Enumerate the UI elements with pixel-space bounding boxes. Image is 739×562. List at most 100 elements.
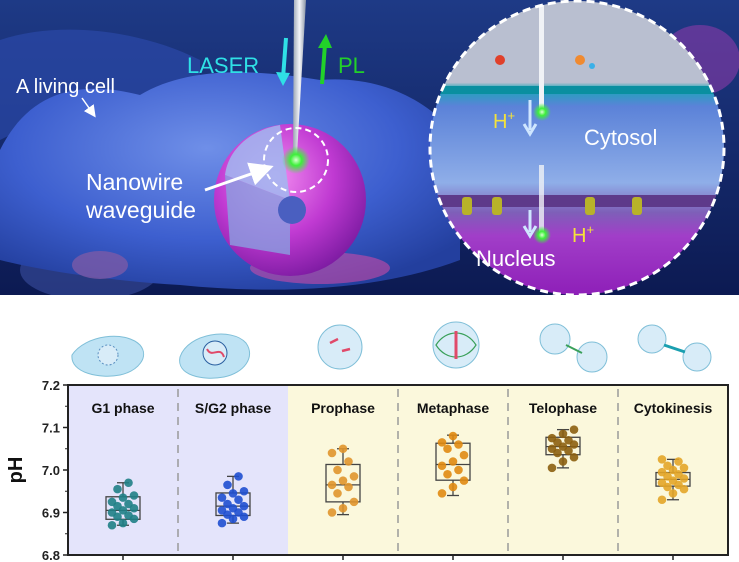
prophase-cell-icon xyxy=(317,324,363,370)
data-point xyxy=(657,467,667,477)
laser-arrow-head xyxy=(276,72,290,86)
data-point xyxy=(569,452,579,462)
data-point xyxy=(338,476,348,485)
molecule-blue xyxy=(589,63,595,69)
laser-label: LASER xyxy=(187,53,259,78)
data-point xyxy=(333,465,342,475)
data-point xyxy=(349,472,359,481)
data-point xyxy=(327,508,337,517)
data-point xyxy=(558,457,568,466)
data-point xyxy=(223,499,232,509)
metaphase-cell-icon xyxy=(432,321,480,369)
data-point xyxy=(327,448,337,458)
nucleus-cutaway-lower xyxy=(225,175,290,255)
phase-label: Telophase xyxy=(529,400,597,416)
zoom-inset xyxy=(430,1,724,295)
data-point xyxy=(338,503,348,513)
nucleus-label: Nucleus xyxy=(476,246,555,271)
nanowire-cell-illustration: LASER PL A living cell Nanowire waveguid… xyxy=(0,0,739,295)
zoom-inset-border xyxy=(428,0,726,295)
phase-label: S/G2 phase xyxy=(195,400,271,416)
data-point xyxy=(118,493,128,502)
laser-arrow xyxy=(281,37,288,79)
phase-background xyxy=(508,385,618,555)
data-point xyxy=(657,455,667,464)
data-point xyxy=(129,491,139,500)
data-point xyxy=(217,506,227,515)
data-point xyxy=(569,425,579,434)
nucleolus xyxy=(278,196,306,224)
nanowire-pointer xyxy=(204,162,274,192)
data-point xyxy=(113,484,122,494)
phase-background xyxy=(288,385,398,555)
y-tick-label: 7.1 xyxy=(42,421,60,436)
data-point xyxy=(679,463,689,473)
data-point xyxy=(437,438,447,447)
y-tick-label: 7.0 xyxy=(42,463,60,478)
living-cell-label: A living cell xyxy=(16,76,115,98)
proton-nucleus: H+ xyxy=(572,222,594,247)
data-point xyxy=(124,499,133,509)
inset-tip-glow-nucleus xyxy=(533,226,551,244)
data-point xyxy=(124,511,133,520)
data-point xyxy=(124,478,133,488)
data-point xyxy=(459,450,469,460)
phase-label: Metaphase xyxy=(417,400,490,416)
data-point xyxy=(437,461,447,471)
data-point xyxy=(663,461,672,471)
data-point xyxy=(674,457,683,466)
y-axis-label: pH xyxy=(5,457,27,484)
cytokinesis-cell-icon xyxy=(637,324,712,372)
telophase-cell-icon xyxy=(539,323,608,373)
inset-nanowire-lower xyxy=(539,165,544,235)
molecule-red xyxy=(495,55,505,65)
data-point xyxy=(437,489,447,498)
data-point xyxy=(107,508,117,517)
data-point xyxy=(107,520,117,530)
data-point xyxy=(333,489,342,498)
data-point xyxy=(657,478,667,488)
data-point xyxy=(217,493,227,502)
data-point xyxy=(547,433,557,443)
phase-background xyxy=(398,385,508,555)
data-point xyxy=(448,431,458,441)
data-point xyxy=(448,482,458,492)
nanowire-waveguide xyxy=(293,0,306,155)
data-point xyxy=(459,476,469,485)
g1-cell-icon xyxy=(71,335,145,377)
data-point xyxy=(349,497,359,507)
data-point xyxy=(547,444,557,454)
inset-descend-arrow xyxy=(522,100,538,137)
molecule-orange xyxy=(575,55,585,65)
data-point xyxy=(223,480,232,490)
data-point xyxy=(118,518,128,528)
nanowire-tip-glow xyxy=(282,146,310,174)
pl-label: PL xyxy=(338,53,365,78)
data-point xyxy=(234,495,243,505)
phase-label: Cytokinesis xyxy=(634,400,713,416)
data-point xyxy=(239,501,249,511)
data-point xyxy=(234,472,243,481)
data-point xyxy=(564,435,573,445)
probe-region-circle xyxy=(263,127,329,193)
phase-icons xyxy=(71,321,712,379)
data-point xyxy=(443,469,452,479)
y-tick-label: 7.2 xyxy=(42,378,60,393)
data-point xyxy=(448,457,458,466)
data-point xyxy=(338,444,348,454)
data-point xyxy=(217,518,227,528)
y-tick-label: 6.8 xyxy=(42,548,60,562)
phase-label: G1 phase xyxy=(91,400,154,416)
inset-descend-arrow-2 xyxy=(522,210,538,239)
mitochondrion xyxy=(72,251,128,279)
living-cell-pointer xyxy=(81,97,96,118)
nanowire-label-line1: Nanowire xyxy=(86,169,183,195)
sg2-cell-icon xyxy=(179,333,251,379)
data-point xyxy=(454,440,463,449)
data-point xyxy=(228,489,238,498)
inset-nanowire xyxy=(539,1,544,112)
data-point xyxy=(344,482,353,492)
data-point xyxy=(107,497,117,507)
